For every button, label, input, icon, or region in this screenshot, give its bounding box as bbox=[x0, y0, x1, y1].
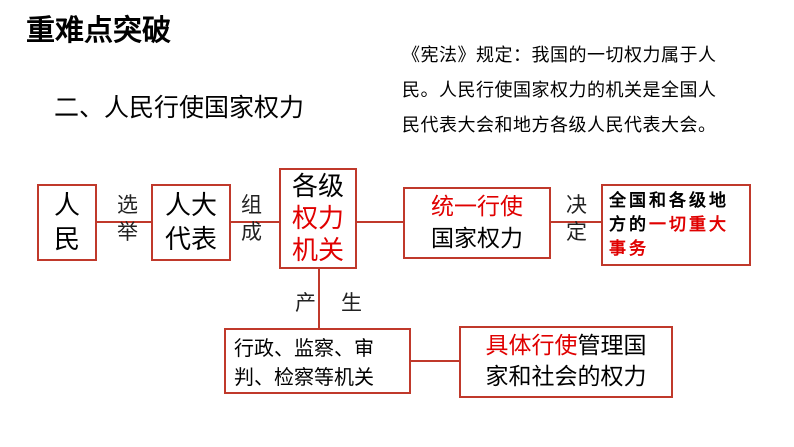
connector-npc-organs bbox=[230, 221, 280, 223]
node-unify-line: 统一行使 bbox=[431, 194, 523, 220]
node-admin-line: 行政、监察、审 bbox=[234, 336, 374, 360]
node-specific-exercise: 具体行使管理国 家和社会的权力 bbox=[459, 326, 673, 398]
node-unified-exercise: 统一行使 国家权力 bbox=[403, 187, 551, 259]
note-line: 民。人民行使国家权力的机关是全国人 bbox=[402, 80, 717, 101]
node-power-organs: 各级 权力 机关 bbox=[279, 168, 357, 269]
node-npc-line: 人大 bbox=[164, 190, 217, 221]
node-organs-line: 机关 bbox=[291, 235, 344, 266]
node-admin-line: 判、检察等机关 bbox=[234, 365, 374, 389]
connector-people-npc bbox=[96, 221, 152, 223]
node-specific-text: 管理国 bbox=[577, 333, 647, 359]
node-people-line: 人 bbox=[53, 190, 80, 221]
node-specific-line: 家和社会的权力 bbox=[485, 364, 647, 390]
edge-label-elect: 选 举 bbox=[117, 192, 138, 246]
note-line: 民代表大会和地方各级人民代表大会。 bbox=[402, 115, 717, 136]
edge-label-decide: 决 定 bbox=[566, 192, 587, 246]
constitution-note: 《宪法》规定：我国的一切权力属于人 民。人民行使国家权力的机关是全国人 民代表大… bbox=[402, 38, 782, 143]
connector-organs-unify bbox=[357, 221, 404, 223]
edge-char: 组 bbox=[241, 193, 262, 217]
node-affairs-line: 全国和各级地 bbox=[609, 191, 729, 211]
node-state-organs: 行政、监察、审 判、检察等机关 bbox=[224, 328, 411, 394]
node-affairs-line: 事务 bbox=[609, 239, 649, 259]
connector-admin-specific bbox=[410, 360, 460, 362]
edge-char: 成 bbox=[241, 220, 262, 244]
node-npc-line: 代表 bbox=[164, 224, 217, 255]
node-people-line: 民 bbox=[53, 224, 80, 255]
node-affairs-text: 方的 bbox=[609, 215, 649, 235]
edge-char: 举 bbox=[117, 220, 138, 244]
edge-label-form: 组 成 bbox=[241, 192, 262, 246]
edge-char: 选 bbox=[117, 193, 138, 217]
edge-char: 决 bbox=[566, 193, 587, 217]
node-npc-deputies: 人大 代表 bbox=[151, 184, 231, 261]
node-specific-line: 具体行使管理国 bbox=[486, 331, 647, 362]
node-organs-line: 各级 bbox=[291, 171, 344, 202]
edge-char: 定 bbox=[566, 220, 587, 244]
connector-organs-admin bbox=[318, 268, 320, 328]
node-major-affairs: 全国和各级地 方的一切重大 事务 bbox=[601, 184, 751, 266]
connector-unify-affairs bbox=[550, 221, 602, 223]
node-unify-line: 国家权力 bbox=[431, 226, 523, 252]
edge-label-produce: 产 生 bbox=[295, 291, 364, 315]
section-subtitle: 二、人民行使国家权力 bbox=[54, 93, 305, 122]
node-people: 人 民 bbox=[37, 184, 97, 261]
node-specific-highlight: 具体行使 bbox=[485, 333, 578, 359]
node-organs-line: 权力 bbox=[291, 203, 344, 234]
page-title: 重难点突破 bbox=[26, 13, 172, 47]
node-affairs-line: 方的一切重大 bbox=[609, 213, 749, 237]
note-line: 《宪法》规定：我国的一切权力属于人 bbox=[402, 45, 717, 66]
node-affairs-highlight: 一切重大 bbox=[649, 215, 729, 235]
